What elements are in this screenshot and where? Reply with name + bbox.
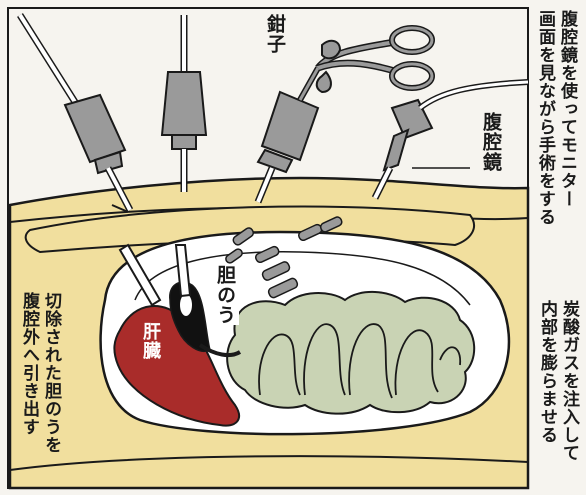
caption-monitor-col1: 腹腔鏡を使ってモニター xyxy=(556,10,578,208)
caption-co2-col1: 炭酸ガスを注入して xyxy=(558,300,580,462)
caption-monitor-col2: 画面を見ながら手術をする xyxy=(534,10,556,226)
caption-extract-col2: 腹腔外へ引き出す xyxy=(18,292,40,436)
laparoscope-label: 腹腔鏡 xyxy=(478,112,505,172)
gallbladder-label: 胆のう xyxy=(212,265,239,325)
forceps-label: 鉗子 xyxy=(262,14,289,54)
gallbladder-highlight xyxy=(180,294,192,316)
caption-co2-col2: 内部を膨らませる xyxy=(536,300,558,444)
caption-extract-col1: 切除された胆のうを xyxy=(40,292,62,454)
liver-label: 肝臓 xyxy=(137,322,163,360)
